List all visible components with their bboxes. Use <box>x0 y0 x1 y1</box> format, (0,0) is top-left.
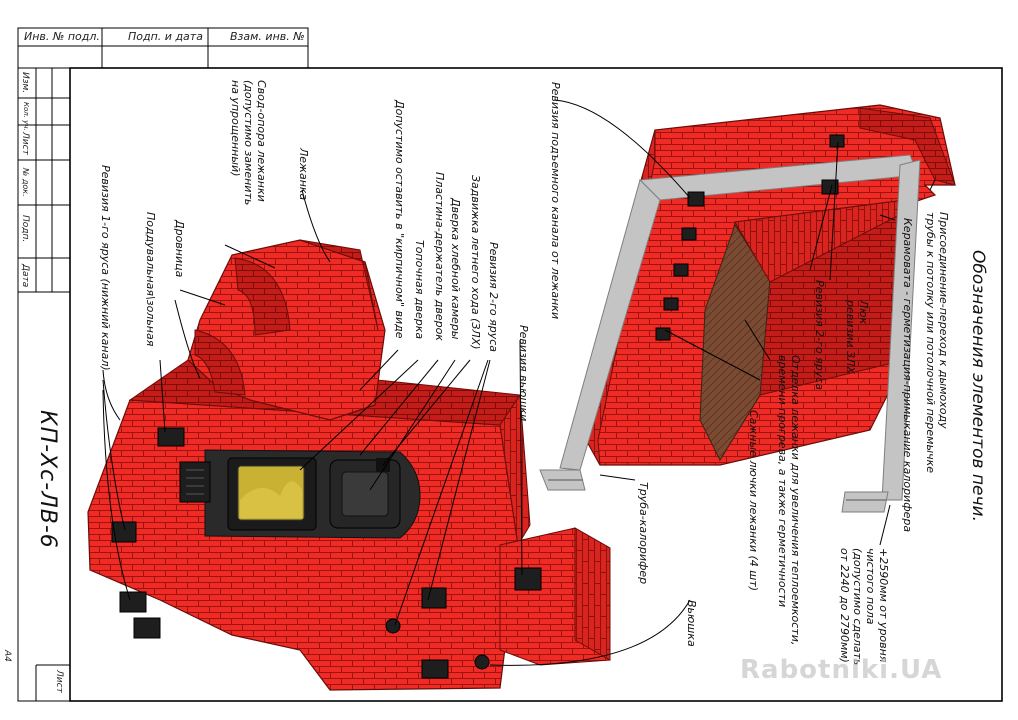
stamp-sign-date: Подп. и дата <box>128 30 203 43</box>
legend-heading: Обозначения элементов печи. <box>968 250 988 522</box>
stamp-side-doc: № док. <box>21 168 30 197</box>
watermark: Rabotniki.UA <box>740 655 943 685</box>
side-stamp-table <box>17 67 71 702</box>
label-lift-rev: Ревизия подъемного канала от лежанки <box>549 82 562 320</box>
drawing-title: КП-Хс-ЛВ-6 <box>35 410 60 549</box>
calorifer-pipe <box>539 154 921 513</box>
label-ceramic: Керамовата - герметизация-примыкание кал… <box>901 218 914 533</box>
label-bread-door: Дверка хлебной камеры <box>449 198 462 340</box>
stamp-vzam-inv: Взам. инв. № <box>230 30 305 43</box>
label-brick: Допустимо оставить в "кирпичном" виде <box>393 100 406 339</box>
revision-doors-stove <box>111 427 542 679</box>
stamp-format: А4 <box>2 650 12 662</box>
label-rev2b: Ревизия 2-го яруса <box>813 280 826 391</box>
label-vyushka-rev: Ревизия вьюшки <box>517 325 530 422</box>
leader-lines <box>102 99 936 666</box>
stamp-side-data: Дата <box>20 264 30 288</box>
stove-bed <box>187 239 386 421</box>
bed-revision-hatches <box>655 134 845 341</box>
label-hatch: Люк ревизии ЗЛХ <box>844 300 870 374</box>
door-plate <box>179 449 421 539</box>
stamp-sheet: Лист <box>54 670 64 693</box>
label-fire-door: Топочная дверка <box>413 240 426 340</box>
label-height: +2590мм от уровня чистого пола (допустим… <box>838 548 890 666</box>
label-bed: Лежанка <box>297 148 310 201</box>
stamp-inv-no: Инв. № подл. <box>24 30 100 43</box>
label-pipe: Труба-калорифер <box>637 482 650 585</box>
label-plate: Пластина-держатель дверок <box>433 172 446 341</box>
top-stamp-table <box>17 27 309 69</box>
label-rev1: Ревизия 1-го яруса (нижний канал) <box>99 165 112 371</box>
label-adapter: Присоединение-переход к дымоходу трубы к… <box>924 212 950 474</box>
stamp-side-kol: Кол. уч. <box>22 102 30 131</box>
grate-door <box>179 461 211 503</box>
label-grate: Дровница <box>173 220 186 278</box>
label-rev2: Ревизия 2-го яруса <box>487 242 500 353</box>
label-vault: Свод-опора лежанки (допустимо заменить н… <box>229 80 268 206</box>
label-summer-damper: Задвижка летнего хода (ЗЛХ) <box>469 175 482 350</box>
label-finish: Отделка лежанки для увеличения теплоемко… <box>776 355 802 646</box>
stamp-side-podp: Подп. <box>20 215 30 243</box>
label-soot: Сажные лючки лежанки (4 шт) <box>747 410 760 592</box>
label-ash-door: Поддувальная\зольная <box>144 212 157 347</box>
label-vyushka: Вьюшка <box>685 600 698 647</box>
stamp-side-izm: Изм. <box>20 72 30 94</box>
stamp-side-list: Лист <box>20 132 30 155</box>
